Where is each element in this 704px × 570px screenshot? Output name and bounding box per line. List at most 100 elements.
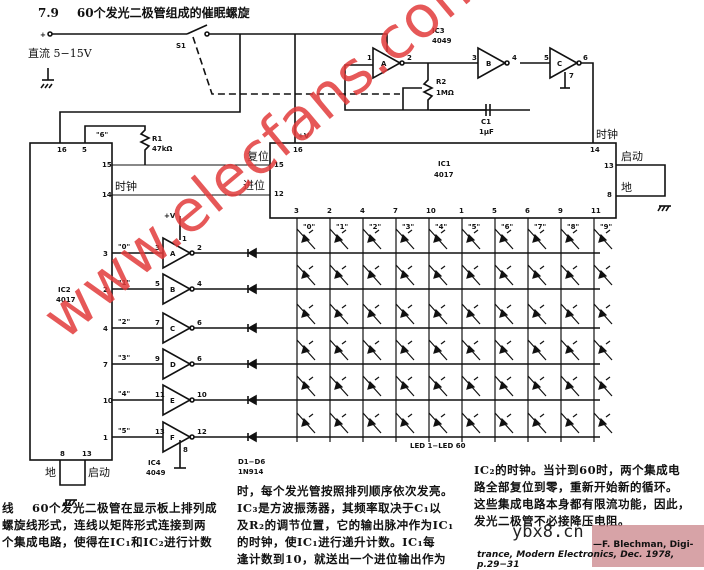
ic1-enable-label: 启动 xyxy=(621,150,643,163)
led-light-ray xyxy=(605,229,611,234)
led-light-ray xyxy=(605,413,611,418)
pin-label: 7 xyxy=(393,207,398,215)
column-label: "9" xyxy=(600,223,612,231)
led-icon xyxy=(527,412,547,434)
ic3-name: IC3 xyxy=(432,27,445,35)
pin-label: 4 xyxy=(197,280,202,288)
column-label: "3" xyxy=(402,223,414,231)
led-light-ray xyxy=(341,304,347,309)
r2-label: R2 xyxy=(436,78,446,86)
ground-icon xyxy=(560,72,570,89)
led-body xyxy=(367,269,377,279)
led-body xyxy=(565,380,575,390)
pin-label: 3 xyxy=(155,244,160,252)
led-light-ray xyxy=(473,376,479,381)
led-body xyxy=(400,269,410,279)
led-light-ray xyxy=(308,340,314,345)
column-label: "1" xyxy=(336,223,348,231)
led-light-ray xyxy=(374,413,380,418)
led-body xyxy=(400,308,410,318)
led-light-ray xyxy=(506,376,512,381)
led-icon xyxy=(593,339,613,361)
buffer-label: B xyxy=(170,286,175,294)
led-light-ray xyxy=(539,340,545,345)
clock-wire xyxy=(581,62,594,143)
led-light-ray xyxy=(440,340,446,345)
led-light-ray xyxy=(605,376,611,381)
ic4-buffer-b xyxy=(162,272,192,306)
led-icon xyxy=(296,412,316,434)
led-light-ray xyxy=(374,229,380,234)
pin-label: 7 xyxy=(103,361,108,369)
led-body xyxy=(466,269,476,279)
column-label: "4" xyxy=(435,223,447,231)
led-light-ray xyxy=(407,229,413,234)
led-icon xyxy=(296,303,316,325)
led-icon xyxy=(395,228,415,250)
led-body xyxy=(598,380,608,390)
led-body xyxy=(301,233,311,243)
pin-label: 9 xyxy=(558,207,563,215)
reset-tag: "6" xyxy=(96,131,108,139)
pin-label: 3 xyxy=(472,54,477,62)
pin-label: 7 xyxy=(569,72,574,80)
led-icon xyxy=(296,264,316,286)
pin-label: 4 xyxy=(512,54,517,62)
led-icon xyxy=(527,303,547,325)
led-icon xyxy=(296,228,316,250)
led-body xyxy=(598,308,608,318)
led-icon xyxy=(461,264,481,286)
led-icon xyxy=(428,228,448,250)
led-light-ray xyxy=(407,413,413,418)
led-body xyxy=(499,380,509,390)
led-light-ray xyxy=(308,265,314,270)
led-icon xyxy=(362,339,382,361)
led-icon xyxy=(461,228,481,250)
pin-label: 5 xyxy=(82,146,87,154)
led-light-ray xyxy=(539,413,545,418)
led-light-ray xyxy=(473,304,479,309)
led-body xyxy=(367,308,377,318)
led-body xyxy=(301,380,311,390)
pin-label: 8 xyxy=(60,450,65,458)
rail-wire xyxy=(209,33,388,52)
led-body xyxy=(532,269,542,279)
ic2-part: 4017 xyxy=(56,296,76,304)
pin-label: 10 xyxy=(197,391,207,399)
pin-label: 4 xyxy=(360,207,365,215)
pin-label: 1 xyxy=(103,434,108,442)
led-body xyxy=(499,269,509,279)
ic2-enable-label: 启动 xyxy=(88,466,110,479)
led-icon xyxy=(461,375,481,397)
diode-icon xyxy=(247,322,257,334)
led-light-ray xyxy=(605,304,611,309)
led-body xyxy=(334,417,344,427)
led-icon xyxy=(560,264,580,286)
wiper-wire xyxy=(402,87,422,110)
pin-label: 1 xyxy=(182,235,187,243)
reference-source: trance, Modern Electronics, Dec. 1978, p… xyxy=(477,550,675,570)
led-icon xyxy=(527,228,547,250)
led-light-ray xyxy=(506,229,512,234)
led-body xyxy=(499,417,509,427)
led-body xyxy=(466,417,476,427)
led-body xyxy=(532,308,542,318)
figure-title-text: 60个发光二极管组成的催眠螺旋 xyxy=(76,6,250,20)
pin-label: 1 xyxy=(459,207,464,215)
led-light-ray xyxy=(539,304,545,309)
diodes-part: 1N914 xyxy=(238,468,263,476)
led-body xyxy=(367,380,377,390)
buffer-label: F xyxy=(170,434,175,442)
led-body xyxy=(433,269,443,279)
wire xyxy=(616,164,666,197)
led-body xyxy=(301,308,311,318)
power-terminal xyxy=(47,31,53,37)
led-body xyxy=(367,344,377,354)
diode-icon xyxy=(247,283,257,295)
watermark-overlay xyxy=(592,525,704,567)
row-label: "4" xyxy=(118,390,130,398)
inverter-bubble xyxy=(504,60,510,66)
pin-label: 10 xyxy=(426,207,436,215)
ic4-buffer-f xyxy=(162,420,192,454)
